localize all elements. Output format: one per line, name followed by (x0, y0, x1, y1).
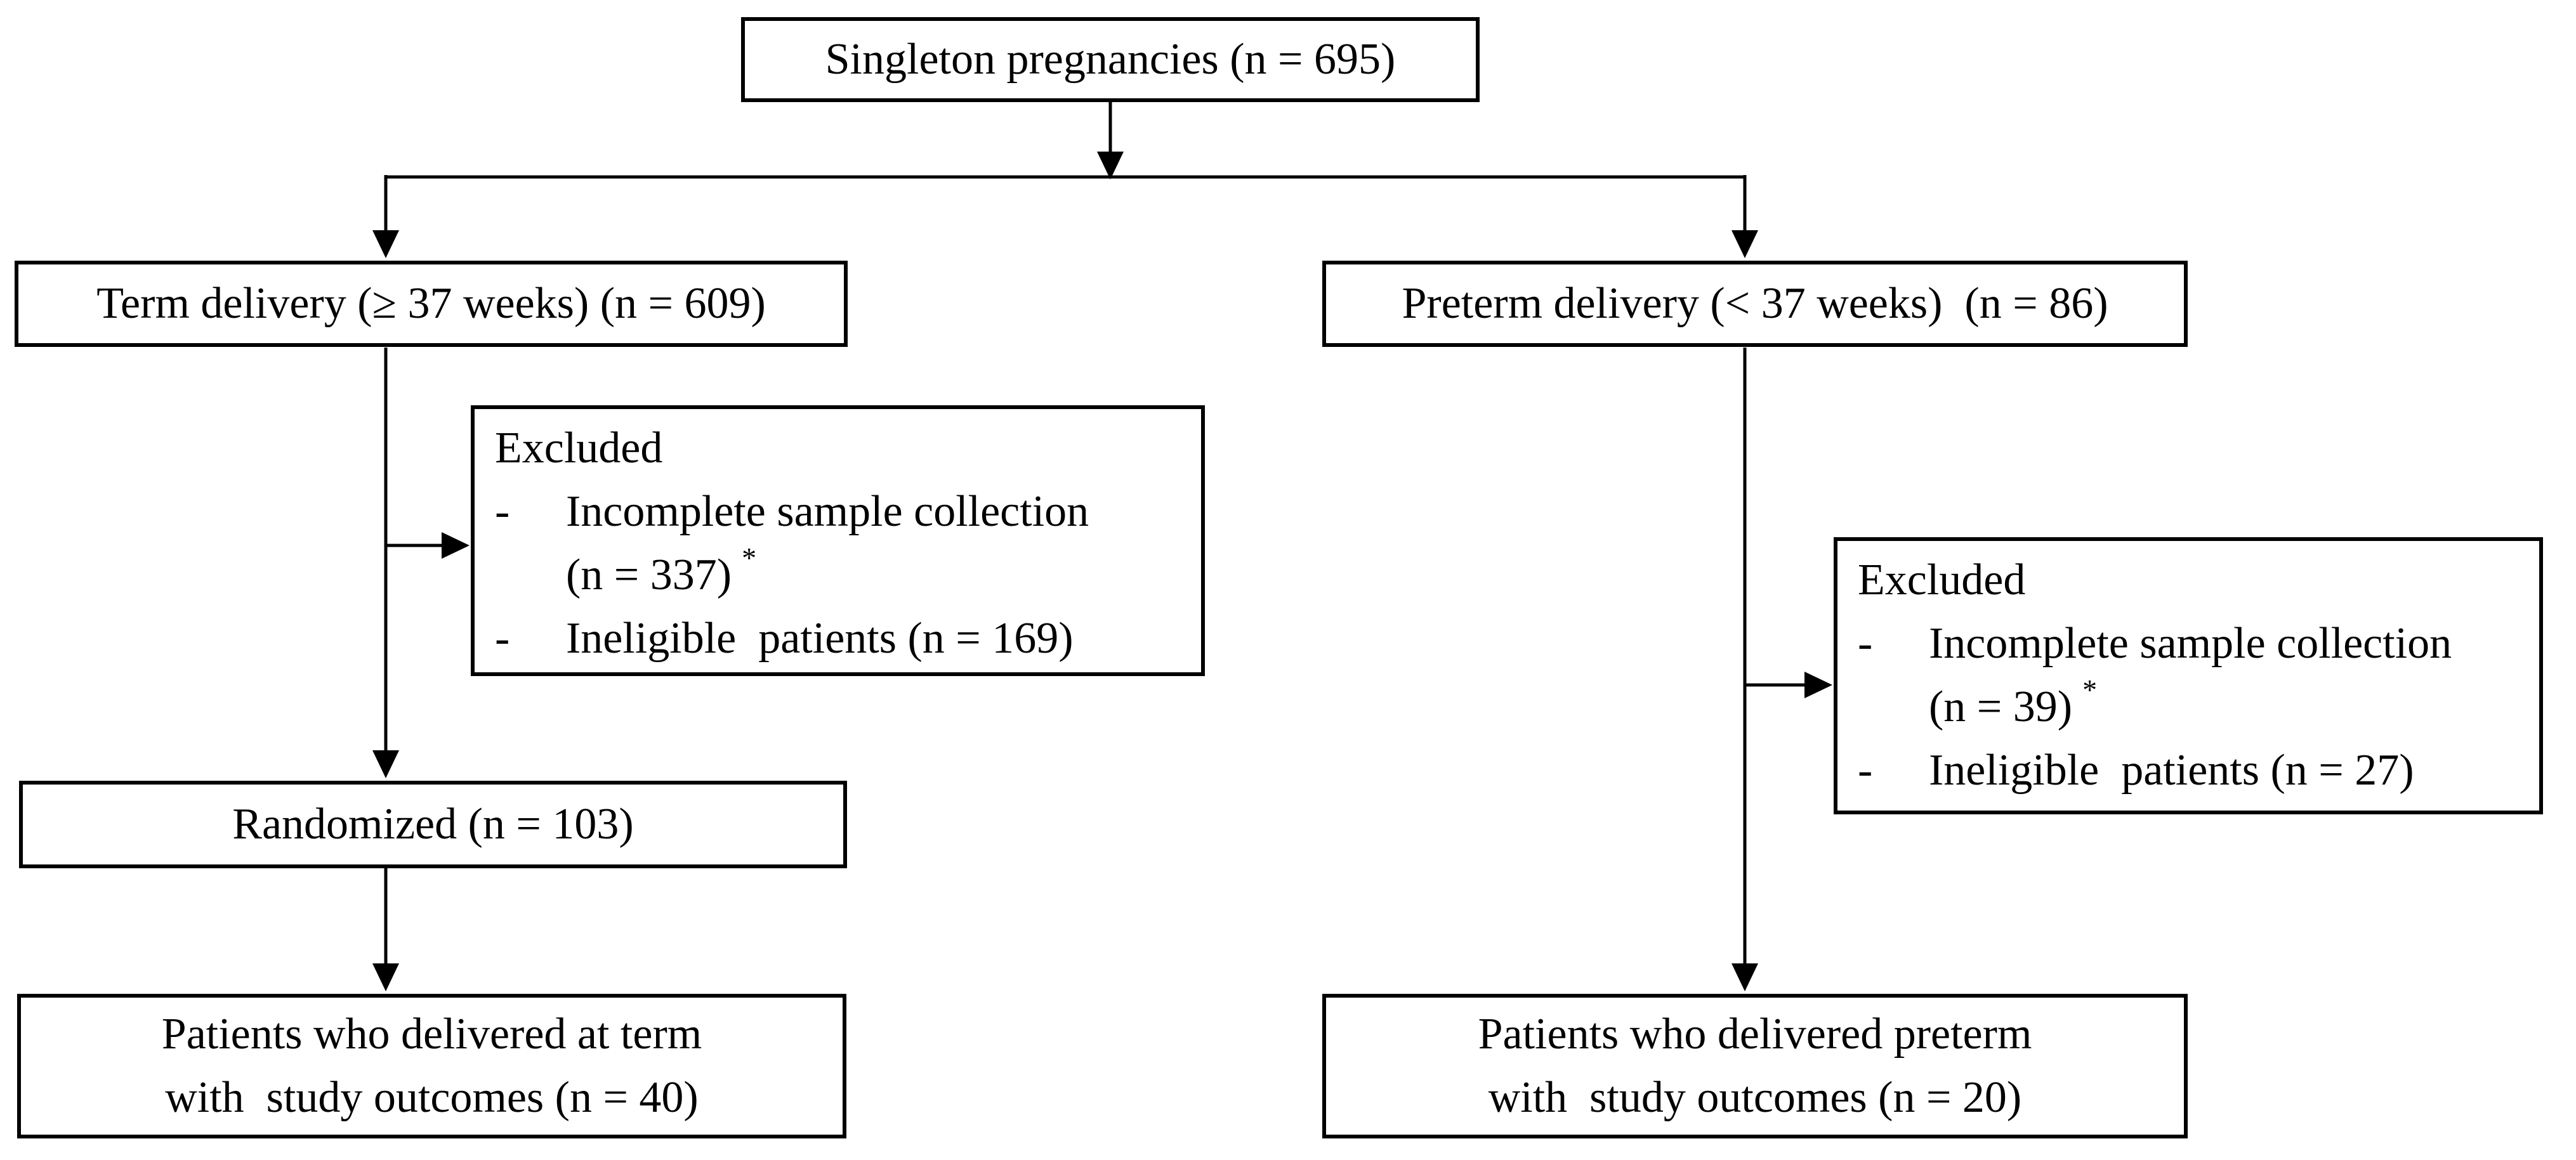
arrowhead-to-term-outcomes (372, 963, 399, 991)
preterm-outcomes-box: Patients who delivered preterm with stud… (1322, 994, 2188, 1138)
footnote-asterisk: * (2082, 674, 2098, 706)
bullet-dash: - (1858, 746, 1873, 795)
arrowhead-to-excluded-preterm (1804, 672, 1832, 698)
arrowhead-to-randomized (372, 750, 399, 778)
bullet-dash: - (1858, 619, 1873, 668)
footnote-asterisk: * (742, 542, 757, 574)
excluded-term-item-1-line2: (n = 337) (566, 551, 732, 599)
excluded-preterm-item-1-line1: Incomplete sample collection (1929, 619, 2452, 668)
excluded-term-title: Excluded (495, 424, 663, 472)
term-outcomes-box: Patients who delivered at term with stud… (17, 994, 846, 1138)
excluded-preterm-item-1-line2: (n = 39) (1929, 682, 2073, 731)
bullet-dash: - (495, 614, 510, 663)
preterm-delivery-box: Preterm delivery (< 37 weeks) (n = 86) (1322, 261, 2188, 347)
term-outcomes-line1: Patients who delivered at term (161, 1010, 702, 1059)
excluded-preterm-title: Excluded (1858, 556, 2026, 604)
preterm-outcomes-line2: with study outcomes (n = 20) (1488, 1073, 2022, 1122)
preterm-delivery-label: Preterm delivery (< 37 weeks) (n = 86) (1402, 279, 2108, 328)
arrowhead-to-excluded-term (442, 532, 470, 559)
excluded-term-item-1-line1: Incomplete sample collection (566, 487, 1089, 536)
preterm-outcomes-line1: Patients who delivered preterm (1478, 1010, 2032, 1059)
term-delivery-box: Term delivery (≥ 37 weeks) (n = 609) (15, 261, 848, 347)
randomized-box: Randomized (n = 103) (19, 781, 847, 868)
term-delivery-label: Term delivery (≥ 37 weeks) (n = 609) (96, 279, 766, 328)
excluded-preterm-box: Excluded - Incomplete sample collection (… (1834, 537, 2543, 814)
arrowhead-to-preterm (1732, 230, 1758, 258)
term-outcomes-line2: with study outcomes (n = 40) (165, 1073, 699, 1122)
excluded-preterm-item-2: - Ineligible patients (n = 27) (1858, 739, 2528, 802)
excluded-term-item-2-text: Ineligible patients (n = 169) (566, 614, 1074, 663)
excluded-term-box: Excluded - Incomplete sample collection (… (471, 405, 1205, 676)
excluded-preterm-item-1: - Incomplete sample collection (n = 39) * (1858, 612, 2528, 739)
arrowhead-singleton-to-split (1097, 152, 1124, 179)
excluded-term-item-2: - Ineligible patients (n = 169) (495, 607, 1190, 670)
singleton-pregnancies-box: Singleton pregnancies (n = 695) (741, 17, 1480, 102)
randomized-label: Randomized (n = 103) (232, 800, 634, 849)
excluded-term-item-1-text: Incomplete sample collection (n = 337) * (566, 480, 1190, 607)
excluded-term-item-1: - Incomplete sample collection (n = 337) * (495, 480, 1190, 607)
excluded-preterm-item-1-text: Incomplete sample collection (n = 39) * (1929, 612, 2528, 739)
arrowhead-to-term (372, 230, 399, 258)
excluded-preterm-item-2-text: Ineligible patients (n = 27) (1929, 746, 2414, 795)
singleton-pregnancies-label: Singleton pregnancies (n = 695) (825, 35, 1396, 84)
arrowhead-to-preterm-outcomes (1732, 963, 1758, 991)
bullet-dash: - (495, 487, 510, 536)
